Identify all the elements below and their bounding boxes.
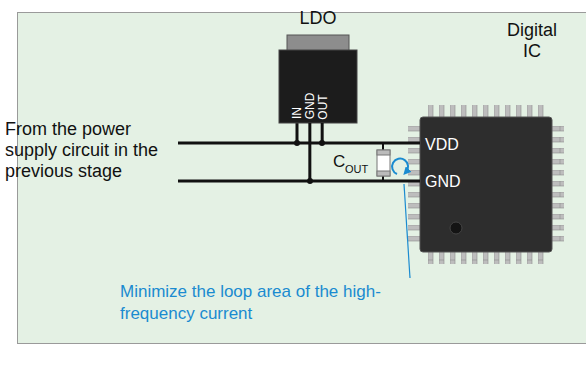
junction-dot xyxy=(294,140,300,146)
pin-name: GND xyxy=(304,92,316,119)
leader-line xyxy=(404,184,410,278)
capacitor-terminal xyxy=(377,150,390,155)
pin-name: GND xyxy=(425,172,461,191)
ground-wire xyxy=(178,180,310,183)
capacitor-symbol xyxy=(377,150,390,176)
ic-body xyxy=(420,117,552,252)
ldo-body xyxy=(279,50,357,123)
ic-pins xyxy=(552,126,564,247)
ic-pins xyxy=(428,252,549,264)
supply-wire xyxy=(178,142,322,145)
wire-connector xyxy=(310,123,420,181)
annotation-note: Minimize the loop area of the high-frequ… xyxy=(120,281,382,325)
part-name: Digital IC xyxy=(500,20,564,62)
loop-arrow xyxy=(392,159,408,174)
wire-connector xyxy=(322,123,420,143)
ic-pins xyxy=(428,105,549,117)
part-subscript: OUT xyxy=(345,163,368,176)
pin-name: VDD xyxy=(425,135,459,154)
source-note: From the power supply circuit in the pre… xyxy=(5,119,170,182)
digital-ic: Digital ICVDDGND xyxy=(420,117,552,252)
ldo-in-lead xyxy=(296,122,299,143)
capacitor-terminal xyxy=(377,171,390,176)
pin-name: IN xyxy=(291,107,303,119)
ldo-package: LDOINGNDOUT xyxy=(279,50,357,123)
pin-name: OUT xyxy=(316,94,328,119)
part-name: LDO xyxy=(279,8,357,29)
part-name: C xyxy=(333,152,345,172)
pin1-dot xyxy=(450,222,462,234)
